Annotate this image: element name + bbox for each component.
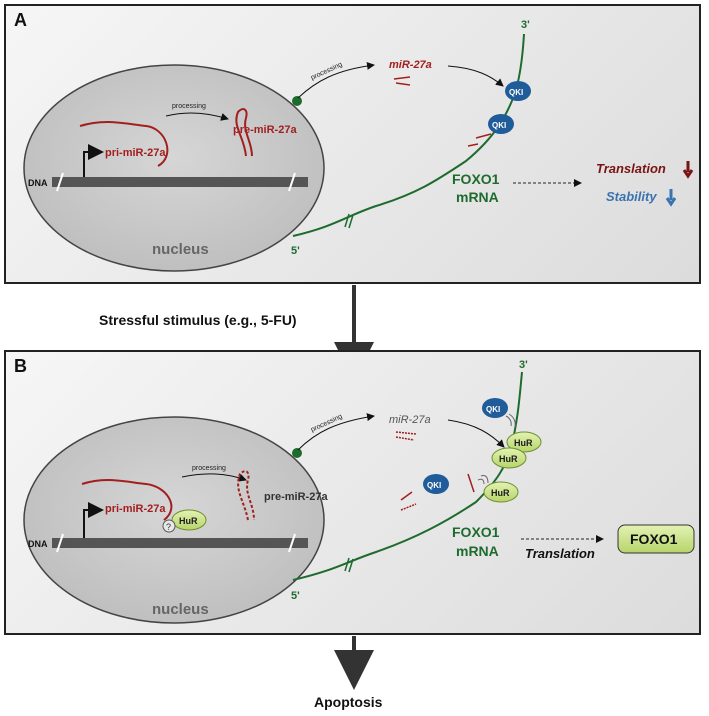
hur-label-nuclear: HuR (179, 516, 198, 526)
processing-arrow-2 (297, 61, 375, 99)
dna-break-right-b (288, 533, 296, 553)
translation-down-arrow (682, 161, 694, 179)
processing-arrow-1-b (181, 473, 247, 482)
processing-label-1: processing (172, 103, 206, 110)
panel-a: A nucleus DNA pri-miR-27a processing pre… (4, 4, 701, 284)
pri-mir-label-b: pri-miR-27a (105, 503, 166, 515)
five-prime-label-b: 5' (291, 590, 300, 602)
mrna-label: mRNA (456, 189, 499, 205)
qki-protein-top-b (482, 398, 508, 418)
mrna-break-2 (348, 214, 354, 229)
qki-protein-top (505, 81, 531, 101)
qki-protein-free (423, 474, 449, 494)
pri-mir-label: pri-miR-27a (105, 147, 166, 159)
hur-protein-bottom (483, 481, 519, 503)
mir-label-b: miR-27a (389, 414, 431, 426)
three-prime-label-b: 3' (519, 359, 528, 371)
hur-protein-nuclear (171, 509, 207, 531)
mir-duplex (393, 76, 411, 86)
nuclear-pore-b (292, 448, 302, 458)
nuclear-pore (292, 96, 302, 106)
hur-protein-top (506, 431, 542, 453)
foxo1-label: FOXO1 (452, 171, 500, 187)
translation-label-b: Translation (525, 546, 595, 561)
hur-label-top: HuR (514, 438, 533, 448)
qki-label-bottom: QKI (492, 121, 506, 130)
dna-bar (52, 177, 308, 187)
hur-protein-middle (491, 447, 527, 469)
released-mir (400, 473, 475, 501)
apoptosis-label: Apoptosis (314, 694, 383, 710)
nucleus-label-b: nucleus (152, 601, 209, 618)
question-badge (162, 519, 176, 533)
processing-label-2-b: processing (310, 413, 344, 434)
qki-label-top-b: QKI (486, 405, 500, 414)
qki-release-lines (505, 413, 516, 428)
pri-mir-strand (79, 121, 169, 167)
nucleus-ellipse (23, 64, 325, 272)
degraded-mir (400, 503, 417, 511)
stability-label: Stability (606, 189, 657, 204)
transcription-arrow-b (83, 502, 104, 538)
stimulus-label: Stressful stimulus (e.g., 5-FU) (99, 312, 297, 328)
hur-label-middle: HuR (499, 454, 518, 464)
question-label: ? (166, 522, 171, 532)
dna-break-left-b (56, 533, 64, 553)
mir-to-hur-arrow (447, 419, 505, 448)
pri-mir-strand-b (81, 479, 173, 521)
dna-label-b: DNA (28, 539, 48, 549)
pre-mir-hairpin (235, 108, 253, 157)
panel-a-letter: A (14, 10, 27, 30)
mir-release-lines (477, 475, 489, 485)
nucleus-label: nucleus (152, 241, 209, 258)
mrna-break-2-b (348, 558, 354, 573)
panel-b: B nucleus DNA pri-miR-27a HuR ? (4, 350, 701, 635)
foxo1-protein-label: FOXO1 (630, 531, 678, 547)
foxo1-protein-box (617, 524, 695, 554)
dna-break-right (288, 172, 296, 192)
processing-arrow-2-b (297, 413, 375, 451)
mir-duplex-b (395, 431, 417, 441)
dna-bar-b (52, 538, 308, 548)
three-prime-label: 3' (521, 19, 530, 31)
transcription-arrow (83, 144, 104, 177)
bound-mir (467, 133, 492, 147)
mrna-break-1-b (344, 557, 350, 572)
qki-label-free: QKI (427, 481, 441, 490)
dna-label: DNA (28, 178, 48, 188)
mir-label: miR-27a (389, 59, 432, 71)
qki-protein-bottom (488, 114, 514, 134)
foxo1-label-b: FOXO1 (452, 524, 500, 540)
processing-arrow-1 (165, 112, 229, 121)
mir-to-qki-arrow (447, 65, 504, 87)
pre-mir-label-b: pre-miR-27a (264, 491, 328, 503)
mrna-break-1 (344, 213, 350, 228)
hur-label-bottom: HuR (491, 488, 510, 498)
pre-mir-label: pre-miR-27a (233, 124, 297, 136)
mrna-label-b: mRNA (456, 543, 499, 559)
processing-label-1-b: processing (192, 465, 226, 472)
pre-mir-hairpin-b (237, 470, 255, 521)
panel-b-diagram: nucleus DNA pri-miR-27a HuR ? processing… (23, 359, 695, 624)
five-prime-label: 5' (291, 245, 300, 257)
dna-break-left (56, 172, 64, 192)
panel-b-letter: B (14, 356, 27, 376)
panel-a-diagram: nucleus DNA pri-miR-27a processing pre-m… (23, 19, 694, 272)
qki-label-top: QKI (509, 88, 523, 97)
stability-down-arrow (665, 189, 677, 207)
processing-label-2: processing (310, 61, 344, 82)
translation-label: Translation (596, 161, 666, 176)
